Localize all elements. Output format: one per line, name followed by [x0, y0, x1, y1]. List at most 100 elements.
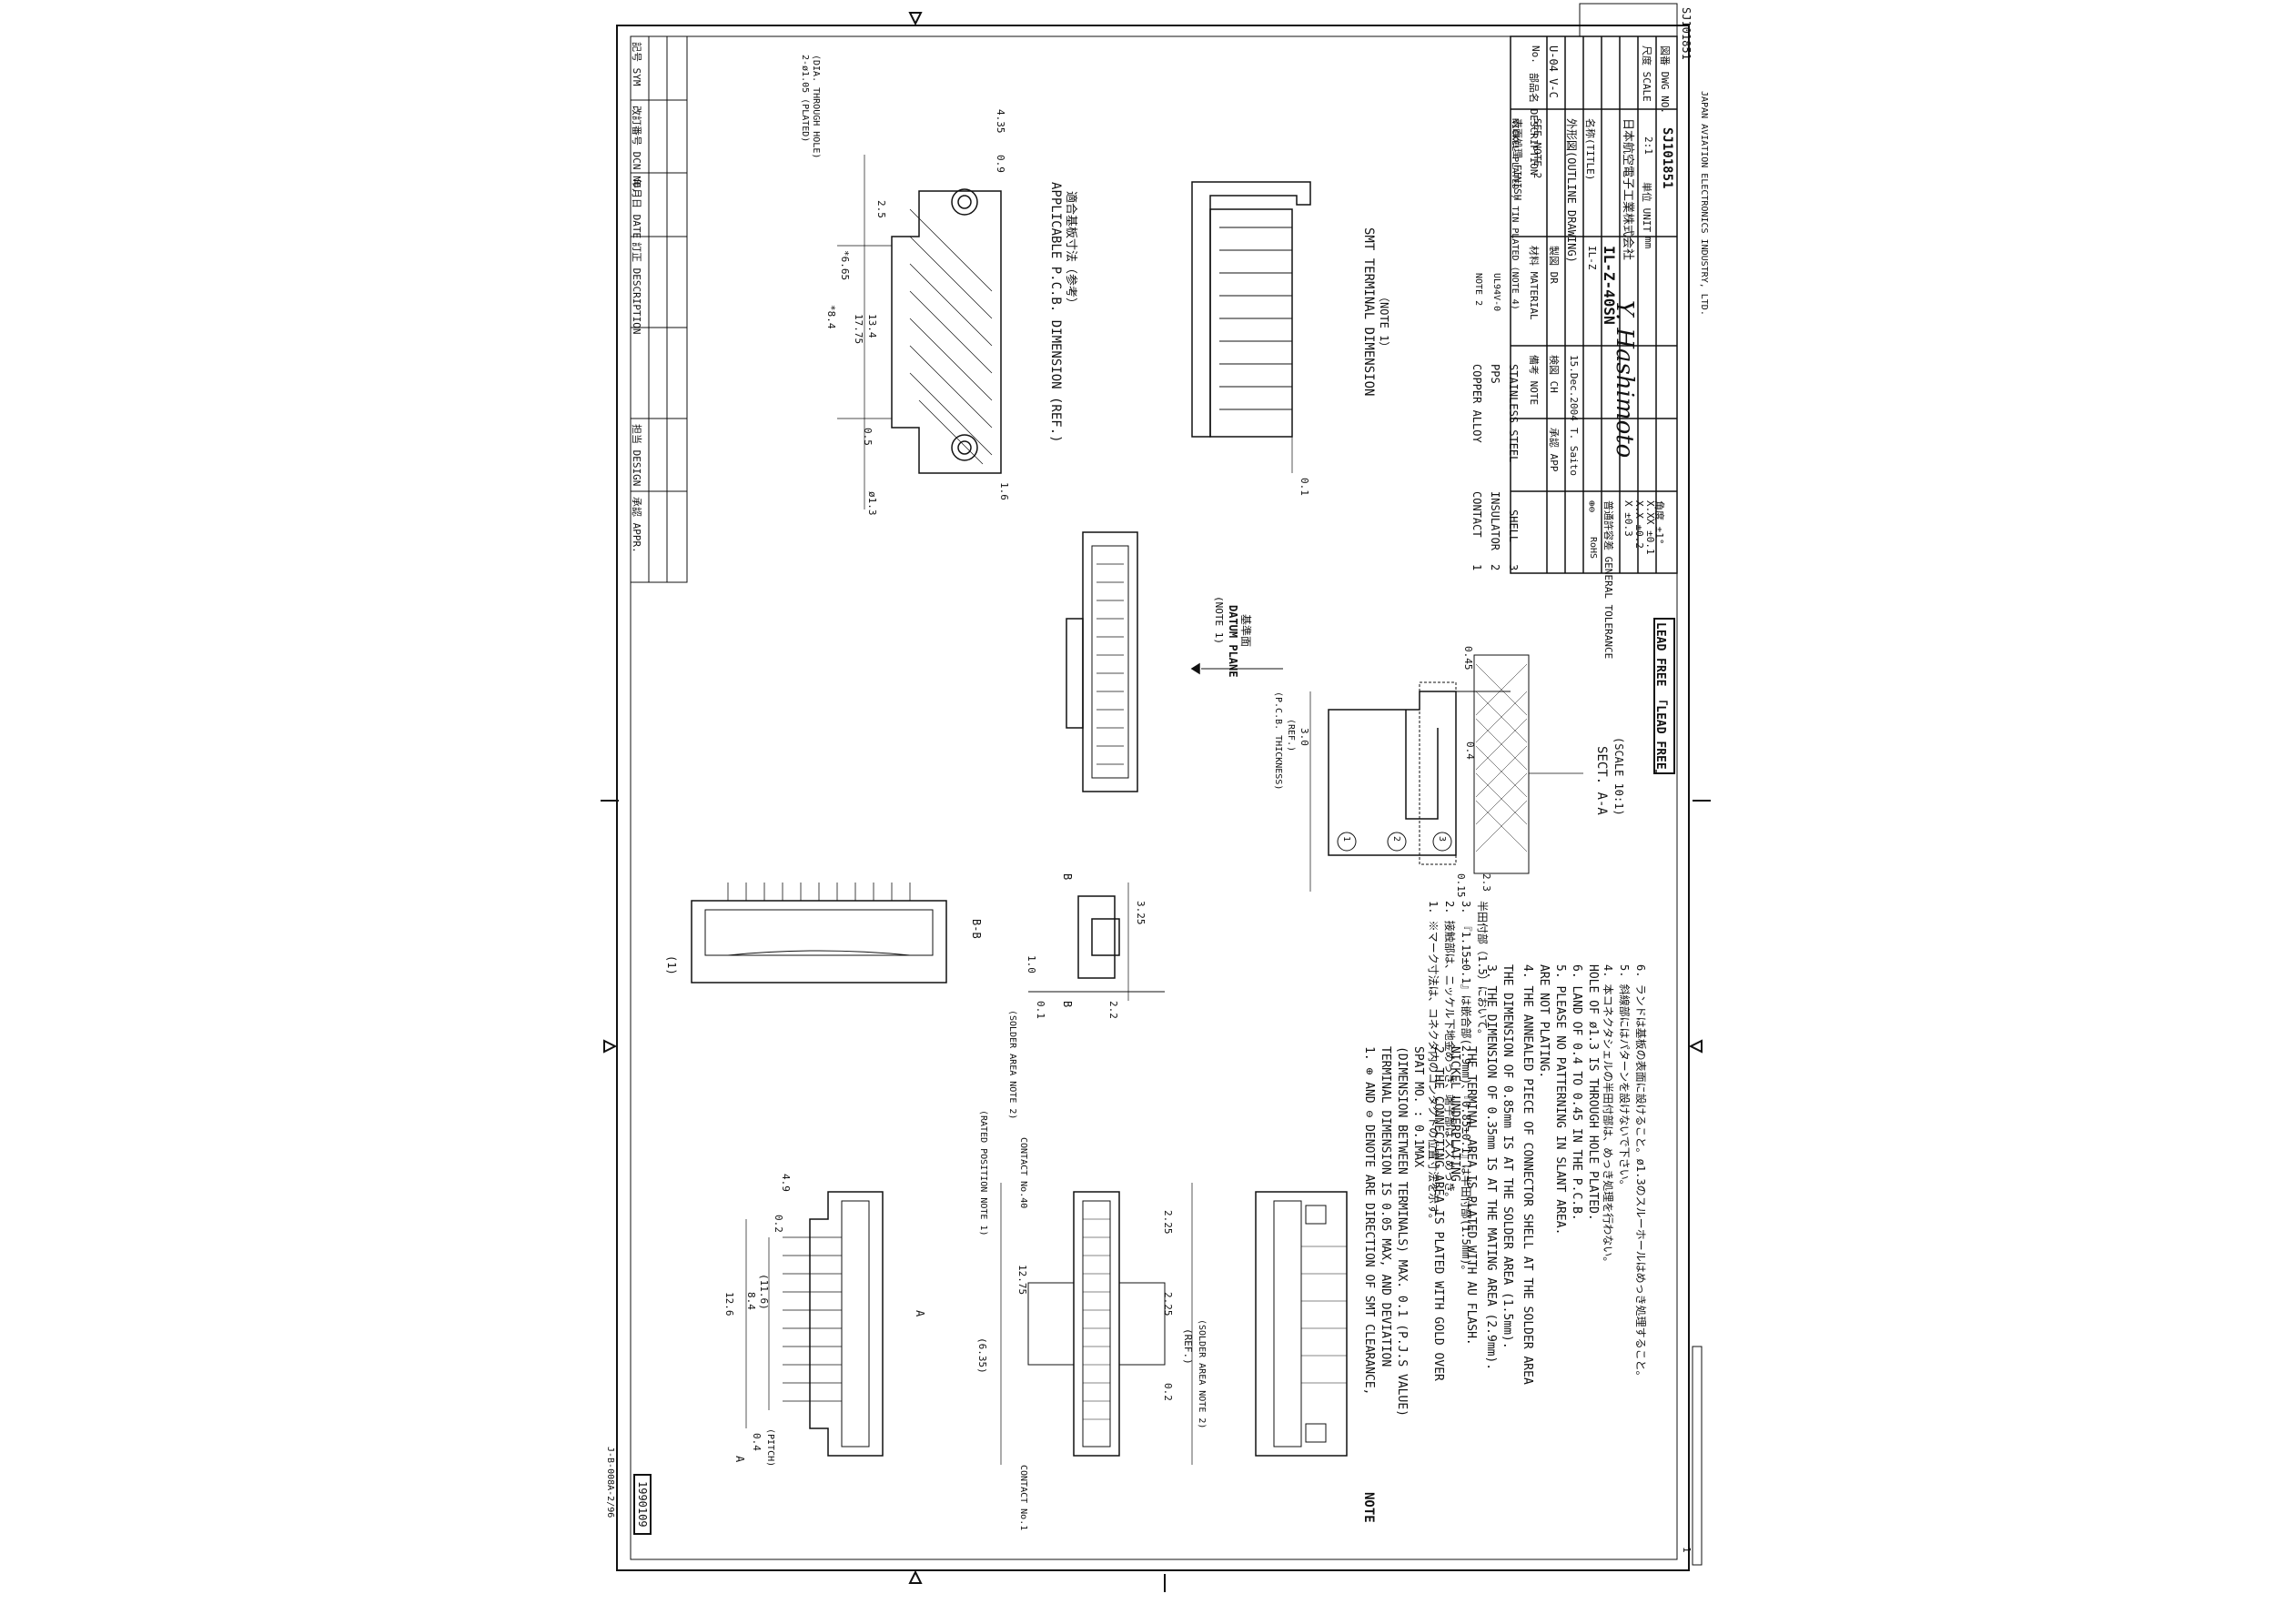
- revision-header-date: 年月日 DATE: [631, 178, 642, 239]
- section-dim-015: 0.15: [1455, 873, 1467, 898]
- dwg-no: SJ101851: [1660, 127, 1674, 189]
- material-row-1-note: NOTE 2: [1473, 273, 1483, 307]
- plan-dim-225: 2.25: [1162, 1210, 1174, 1235]
- plan-dim-225b: 2.25: [1162, 1292, 1174, 1316]
- edge-scale: [1692, 1346, 1703, 1566]
- pcb-view-label-jp: 適合基板寸法（参考）: [1064, 191, 1077, 310]
- company-jp: 日本航空電子工業株式会社: [1621, 118, 1634, 261]
- plan-dim-635: (6.35): [976, 1337, 988, 1374]
- smt-dim-01: 0.1: [1299, 478, 1310, 496]
- side-mark-b-top: B: [1061, 873, 1074, 881]
- front-mark-a-right: A: [914, 1310, 926, 1317]
- section-dim-pcb: (P.C.B. THICKNESS): [1273, 691, 1283, 791]
- pcb-dim-665: *6.65: [839, 250, 851, 281]
- section-scale: (SCALE 10:1): [1612, 737, 1625, 816]
- note-line-16: 2. 接触部は、ニッケル下地金めっき、端子部はスズめっき。: [1443, 901, 1456, 1204]
- material-row-1-part: CONTACT: [1470, 491, 1483, 538]
- revision-table: [630, 35, 688, 583]
- pcb-dim-through: (DIA. THROUGH HOLE): [811, 55, 821, 159]
- front-dim-116: (11.6): [758, 1274, 770, 1310]
- pcb-dim-435: 4.35: [995, 109, 1006, 134]
- datum-label-jp: 基準面: [1239, 614, 1252, 648]
- plan-dim-1275: 12.75: [1016, 1265, 1028, 1296]
- side-stamp: 1990109: [633, 1474, 652, 1535]
- note-line-12: 5. PLEASE NO PATTERNING IN SLANT AREA.: [1553, 964, 1567, 1236]
- unit-label: 単位 UNIT: [1641, 182, 1652, 233]
- note-line-10: 4. THE ANNEALED PIECE OF CONNECTOR SHELL…: [1521, 964, 1534, 1385]
- pcb-dim-134: 13.4: [866, 314, 878, 338]
- front-dim-02: 0.2: [773, 1215, 784, 1233]
- section-dim-ref: (REF.): [1286, 719, 1296, 752]
- checked-label: 検図 CH: [1548, 355, 1560, 393]
- note-line-21: 6. ランドは基板の表面に設けること。ø1.3のスルーホールはめっき処理すること…: [1634, 964, 1647, 1382]
- pcb-footprint-view: [837, 155, 1002, 509]
- pcb-dim-1775: 17.75: [853, 314, 864, 345]
- series-value: IL-Z: [1586, 246, 1598, 270]
- materials-header-no: No.: [1530, 45, 1541, 64]
- title-label: 名称(TITLE): [1584, 118, 1596, 181]
- material-row-3-no: 3: [1507, 564, 1520, 571]
- signature: Y. Hashimoto: [1611, 300, 1638, 459]
- pcb-dim-16: 1.6: [998, 482, 1010, 500]
- tolerance-head: 普通許容差 GENERAL TOLERANCE: [1602, 500, 1614, 660]
- side-dim-10: 1.0: [1026, 955, 1037, 973]
- plan-contact-1: CONTACT No.1: [1018, 1465, 1028, 1531]
- note-line-3: (DIMENSION BETWEEN TERMINALS) MAX. 0.1 (…: [1395, 1046, 1409, 1417]
- drawing-type: 外形図(OUTLINE DRAWING): [1565, 118, 1578, 263]
- revision-header-desc: 訂正 DESCRIPTION: [631, 242, 642, 335]
- connector-top-view: [1066, 531, 1138, 792]
- side-dim-01: 0.1: [1035, 1001, 1046, 1019]
- drawn-label: 製図 DR: [1548, 246, 1560, 284]
- front-dim-49: 4.9: [780, 1174, 792, 1192]
- section-dim-30: 3.0: [1299, 728, 1310, 746]
- side-mark-b-bottom: B: [1061, 1001, 1074, 1008]
- pcb-dim-25: 2.5: [875, 200, 887, 218]
- datum-ref: (NOTE 1): [1213, 596, 1225, 644]
- material-row-2-no: 2: [1489, 564, 1501, 571]
- section-callout-3: 3: [1437, 836, 1447, 842]
- title-block-frame: [1510, 35, 1678, 574]
- plan-contact-40: CONTACT No.40: [1018, 1137, 1028, 1209]
- tolerance-4: 角度 ±1°: [1653, 500, 1665, 545]
- front-dim-pitch: (PITCH): [765, 1428, 775, 1468]
- datum-label: DATUM PLANE: [1227, 605, 1239, 678]
- title-box-top: [1579, 3, 1678, 37]
- material-row-2-note: UL94V-0: [1491, 273, 1501, 312]
- connector-front-view: [745, 1191, 884, 1457]
- bottom-view-label: (1): [665, 955, 678, 975]
- note-line-20: 5. 斜線部にはパターンを設けないで下さい。: [1618, 964, 1631, 1191]
- note-line-17: 3. 『1.15±0.1』は嵌合部(2.9mm)、『0.85±0.1』は半田付部…: [1460, 901, 1472, 1276]
- corner-ref: J-B-008A-2/96: [605, 1447, 615, 1518]
- pcb-dim-holes: 2-ø1.05 (PLATED): [800, 55, 810, 143]
- materials-header-note: 備考 NOTE: [1528, 355, 1540, 406]
- centering-marks: [601, 12, 1711, 1592]
- revision-header-appr: 承認 APPR.: [631, 497, 642, 553]
- connector-plan-view: [1000, 1183, 1193, 1465]
- date-value: 15.Dec.2004: [1568, 355, 1580, 421]
- bottom-view-mark: B-B: [970, 919, 983, 939]
- section-callout-2: 2: [1391, 836, 1401, 842]
- note-line-15: 1. ※マーク寸法は、コネクタ内のコンタクトの位置寸法を示す。: [1427, 901, 1440, 1225]
- front-dim-126: 12.6: [723, 1292, 735, 1316]
- frame: [616, 25, 1690, 1571]
- pcb-dim-dia13: ø1.3: [866, 491, 878, 516]
- pcb-dim-84: *8.4: [825, 305, 837, 329]
- material-row-3-material: STAINLESS STEEL: [1507, 364, 1520, 463]
- note-line-1: 1. ⊕ AND ⊖ DENOTE ARE DIRECTION OF SMT C…: [1362, 1046, 1376, 1396]
- smt-terminal-view: [1191, 181, 1311, 473]
- front-dim-84: 8.4: [745, 1292, 757, 1310]
- ref-code-2: RoHS: [1588, 537, 1598, 560]
- pcb-dim-05: 0.5: [862, 428, 874, 446]
- title-box-top-text: SJ101851: [1680, 7, 1693, 60]
- note-line-18: 半田付部（1.5）において。: [1476, 901, 1489, 1040]
- material-row-1-material: COPPER ALLOY: [1470, 364, 1483, 443]
- plan-dim-ref: (REF.): [1182, 1328, 1194, 1365]
- plan-solder-area: (SOLDER AREA NOTE 2): [1197, 1319, 1207, 1429]
- section-dim-045: 0.45: [1462, 646, 1474, 671]
- plan-rated-position: (RATED POSITION NOTE 1): [978, 1110, 988, 1236]
- dwg-no-label: 図番 DWG NO.: [1659, 45, 1671, 114]
- section-dim-04: 0.4: [1464, 741, 1476, 760]
- section-callout-1: 1: [1341, 836, 1351, 842]
- ref-code-1: U-04 V-C: [1547, 45, 1560, 98]
